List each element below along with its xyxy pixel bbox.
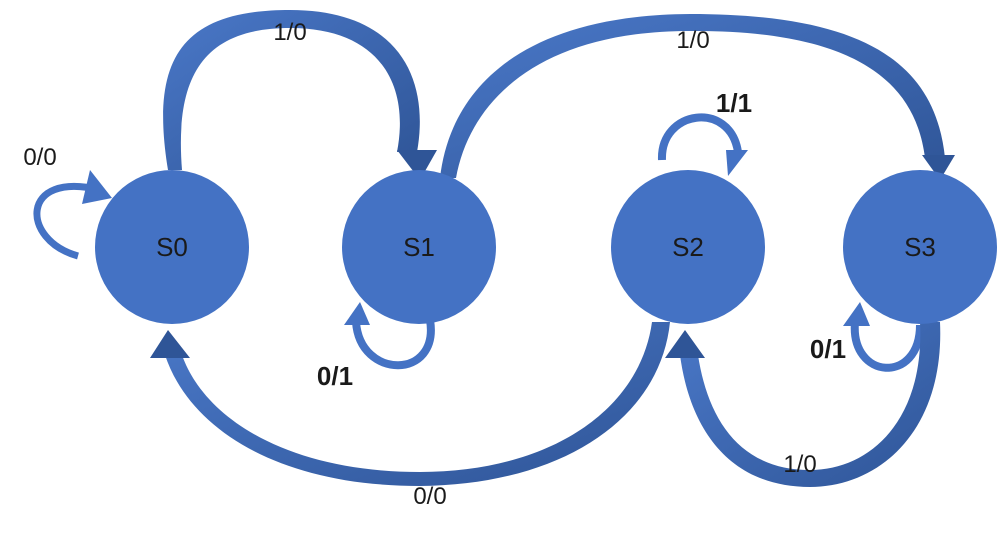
state-label: S0 [156, 232, 188, 262]
label-s0-s1: 1/0 [273, 19, 306, 46]
state-s3: S3 [843, 170, 997, 324]
state-label: S2 [672, 232, 704, 262]
transition-s2-s0 [150, 322, 670, 486]
transition-s0-self [33, 170, 112, 260]
label-s2-s0: 0/0 [413, 483, 446, 510]
label-s0-self: 0/0 [23, 144, 56, 171]
label-s2-self: 1/1 [716, 88, 752, 118]
label-s3-self: 0/1 [810, 334, 846, 364]
state-label: S1 [403, 232, 435, 262]
state-s2: S2 [611, 170, 765, 324]
transition-s2-self [657, 113, 748, 176]
transition-s3-s2 [665, 322, 941, 487]
transition-s0-s1 [163, 10, 437, 180]
state-s1: S1 [342, 170, 496, 324]
state-s0: S0 [95, 170, 249, 324]
transition-s1-self [344, 302, 435, 370]
label-s1-s3: 1/0 [676, 27, 709, 54]
label-s3-s2: 1/0 [783, 451, 816, 478]
transition-s1-s3 [440, 14, 955, 180]
state-label: S3 [904, 232, 936, 262]
transition-s3-self [843, 302, 924, 372]
label-s1-self: 0/1 [317, 361, 353, 391]
